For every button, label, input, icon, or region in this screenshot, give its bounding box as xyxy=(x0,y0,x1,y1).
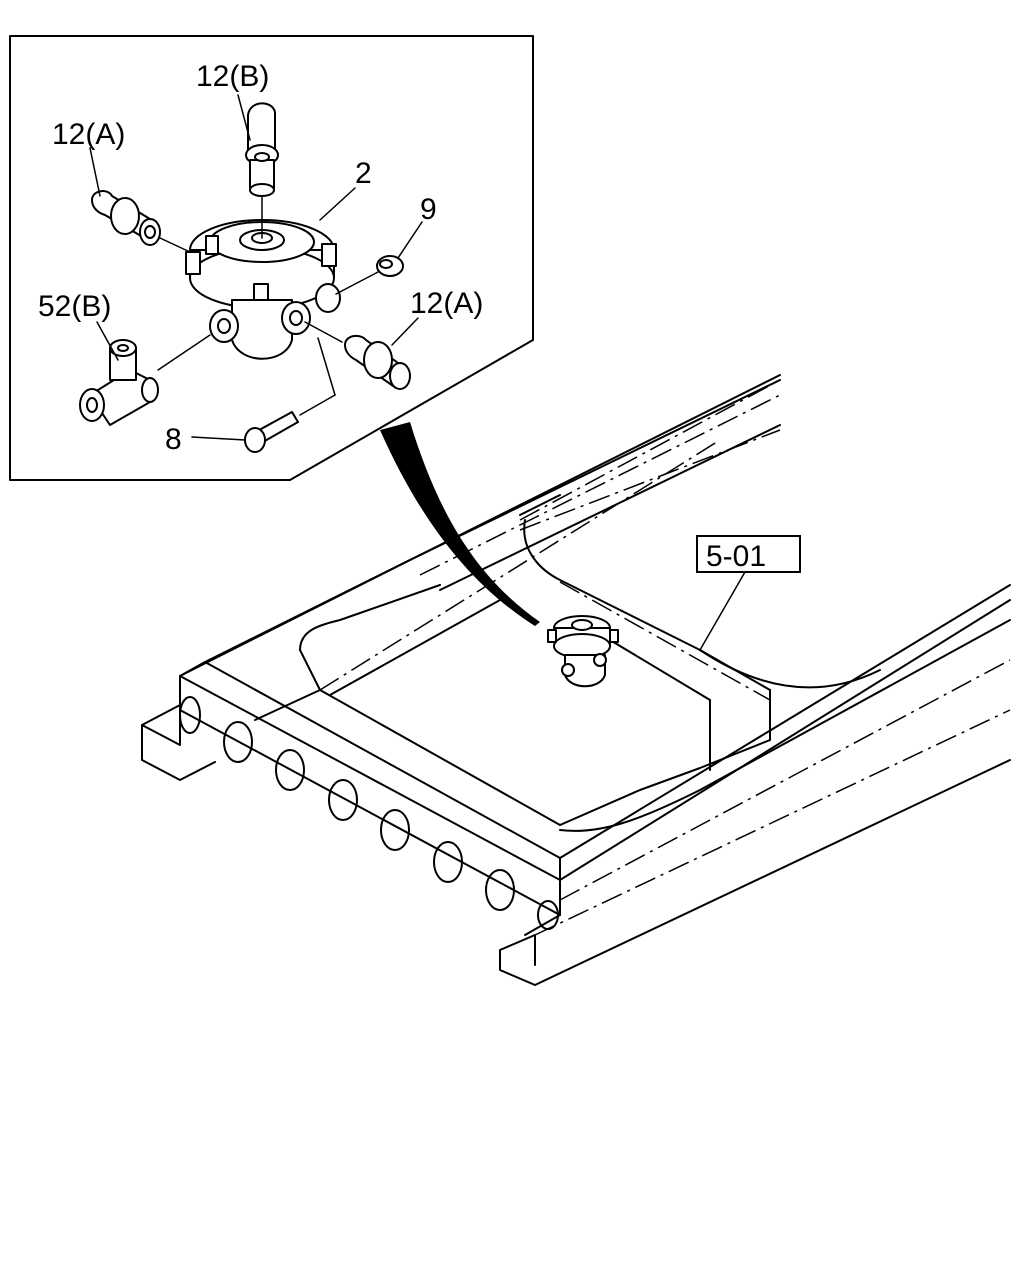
callout-12b: 12(B) xyxy=(196,60,269,93)
exploded-valve-assembly xyxy=(79,102,411,453)
detail-pointer xyxy=(380,422,540,626)
reference-label[interactable]: 5-01 xyxy=(706,540,766,573)
callout-12a-left: 12(A) xyxy=(52,118,125,151)
callout-52b: 52(B) xyxy=(38,290,111,323)
installed-valve xyxy=(547,615,619,688)
reference-box xyxy=(696,535,801,573)
callout-2: 2 xyxy=(355,157,372,190)
chassis-frame xyxy=(141,374,1011,986)
callout-8: 8 xyxy=(165,423,182,456)
callout-9: 9 xyxy=(420,193,437,226)
detail-inset-frame xyxy=(9,35,534,481)
leader-lines xyxy=(89,94,746,651)
callout-12a-right: 12(A) xyxy=(410,287,483,320)
